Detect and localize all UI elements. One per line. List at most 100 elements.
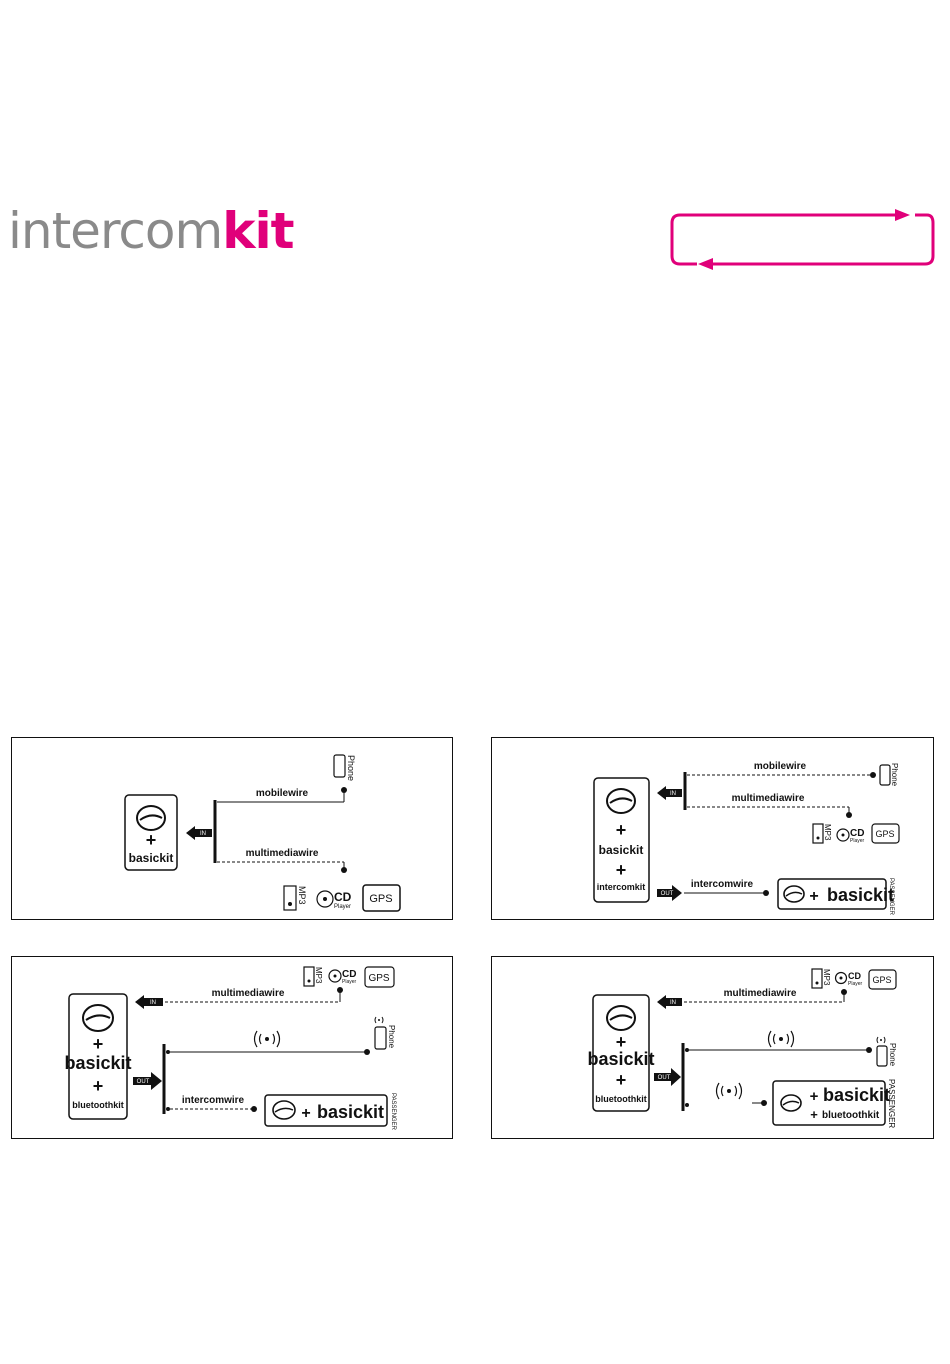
basickit-label: basickit bbox=[587, 1049, 654, 1069]
svg-text:+: + bbox=[616, 1070, 627, 1090]
loop-arrow-icon bbox=[670, 209, 935, 270]
in-arrow-icon: IN bbox=[186, 826, 212, 840]
out-arrow-icon: OUT bbox=[654, 1068, 681, 1086]
svg-text:MP3: MP3 bbox=[314, 967, 323, 984]
wireless-icon bbox=[767, 1030, 795, 1048]
cd-player-icon: CD Player bbox=[836, 828, 865, 844]
svg-text:IN: IN bbox=[200, 831, 206, 837]
svg-text:Phone: Phone bbox=[387, 1025, 396, 1049]
diagram-intercomkit: + basickit + intercomkit IN mobilewire m… bbox=[491, 737, 934, 920]
intercomwire-label: intercomwire bbox=[182, 1095, 245, 1106]
helmet-icon bbox=[606, 788, 636, 814]
passenger-helmet-box: + basickit bbox=[777, 878, 894, 910]
helmet-icon bbox=[82, 1004, 114, 1032]
wireless-icon bbox=[715, 1082, 743, 1100]
mp3-icon: MP3 bbox=[283, 885, 307, 911]
helmet-icon bbox=[606, 1005, 636, 1031]
gps-icon: GPS bbox=[362, 884, 401, 912]
svg-text:MP3: MP3 bbox=[823, 824, 832, 841]
gps-icon: GPS bbox=[868, 969, 897, 990]
svg-text:GPS: GPS bbox=[368, 973, 389, 984]
svg-text:CD: CD bbox=[850, 828, 864, 839]
wireless-icon bbox=[253, 1030, 281, 1048]
svg-text:+: + bbox=[616, 1032, 627, 1052]
svg-text:CD: CD bbox=[342, 969, 356, 980]
cd-player-icon: CD Player bbox=[316, 890, 352, 910]
basickit-label: basickit bbox=[823, 1085, 890, 1105]
mobilewire-label: mobilewire bbox=[754, 761, 807, 772]
bluetoothkit-label: bluetoothkit bbox=[72, 1100, 124, 1110]
svg-text:Player: Player bbox=[342, 979, 357, 985]
svg-text:MP3: MP3 bbox=[297, 886, 307, 905]
phone-icon: Phone bbox=[374, 1016, 396, 1050]
plus-sign: + bbox=[616, 820, 627, 840]
multimediawire-label: multimediawire bbox=[724, 988, 797, 999]
passenger-label: PASSENGER bbox=[887, 1079, 896, 1128]
helmet-icon bbox=[783, 885, 805, 903]
helmet-icon bbox=[272, 1100, 296, 1120]
svg-text:OUT: OUT bbox=[658, 1075, 671, 1081]
svg-text:+: + bbox=[301, 1105, 310, 1122]
helmet-box: + basickit + intercomkit bbox=[593, 777, 650, 903]
brand-logo-part1: intercom bbox=[8, 202, 223, 260]
plus-sign: + bbox=[146, 830, 157, 850]
svg-text:+: + bbox=[810, 1088, 819, 1105]
in-arrow-icon: IN bbox=[657, 786, 682, 800]
svg-text:CD: CD bbox=[334, 890, 352, 904]
passenger-helmet-box: + basickit + bluetoothkit bbox=[772, 1080, 890, 1126]
intercomwire-label: intercomwire bbox=[691, 879, 754, 890]
svg-text:MP3: MP3 bbox=[822, 969, 831, 986]
helmet-icon bbox=[780, 1094, 802, 1112]
svg-text:+: + bbox=[93, 1076, 104, 1096]
intercomkit-label: intercomkit bbox=[597, 882, 646, 892]
mp3-icon: MP3 bbox=[812, 823, 832, 844]
svg-text:OUT: OUT bbox=[137, 1079, 150, 1085]
svg-text:+: + bbox=[810, 1107, 818, 1122]
phone-icon: Phone bbox=[333, 754, 356, 781]
phone-icon: Phone bbox=[876, 1036, 897, 1067]
mp3-icon: MP3 bbox=[303, 966, 323, 987]
svg-text:IN: IN bbox=[670, 1000, 676, 1006]
basickit-label: basickit bbox=[129, 851, 174, 865]
basickit-label: basickit bbox=[599, 843, 644, 857]
basickit-label: basickit bbox=[317, 1102, 384, 1122]
svg-text:Player: Player bbox=[334, 904, 351, 910]
svg-text:GPS: GPS bbox=[872, 975, 891, 985]
plus-sign: + bbox=[616, 860, 627, 880]
gps-icon: GPS bbox=[364, 966, 395, 988]
out-arrow-icon: OUT bbox=[133, 1072, 162, 1090]
helmet-icon bbox=[136, 805, 166, 831]
svg-text:+: + bbox=[93, 1034, 104, 1054]
mobilewire-label: mobilewire bbox=[256, 788, 309, 799]
bluetoothkit-label: bluetoothkit bbox=[595, 1094, 647, 1104]
bluetoothkit-label: bluetoothkit bbox=[822, 1110, 880, 1121]
multimediawire-label: multimediawire bbox=[732, 793, 805, 804]
svg-text:Player: Player bbox=[848, 981, 863, 987]
passenger-helmet-box: + basickit bbox=[264, 1094, 388, 1127]
svg-text:Phone: Phone bbox=[888, 1043, 897, 1067]
svg-text:Phone: Phone bbox=[346, 755, 356, 781]
diagram-bluetoothkit-intercomwire: + basickit + bluetoothkit IN multimediaw… bbox=[11, 956, 453, 1139]
svg-text:GPS: GPS bbox=[875, 829, 894, 839]
out-arrow-icon: OUT bbox=[657, 885, 682, 901]
cd-player-icon: CD Player bbox=[834, 971, 863, 987]
helmet-box: + basickit + bluetoothkit bbox=[587, 994, 655, 1112]
svg-text:CD: CD bbox=[848, 971, 861, 981]
svg-text:GPS: GPS bbox=[369, 893, 392, 905]
svg-text:OUT: OUT bbox=[661, 891, 674, 897]
multimediawire-label: multimediawire bbox=[212, 988, 285, 999]
svg-text:+: + bbox=[809, 888, 818, 905]
cd-player-icon: CD Player bbox=[328, 969, 357, 985]
brand-logo-part2: kit bbox=[222, 202, 294, 260]
multimediawire-label: multimediawire bbox=[246, 848, 319, 859]
svg-text:Player: Player bbox=[850, 838, 865, 844]
brand-logo: intercomkit bbox=[8, 206, 295, 256]
diagram-basickit: + basickit IN mobilewire multimediawire … bbox=[11, 737, 453, 920]
phone-icon: Phone bbox=[879, 763, 899, 787]
mp3-icon: MP3 bbox=[811, 968, 831, 989]
basickit-label: basickit bbox=[64, 1053, 131, 1073]
passenger-label: PASSENGER bbox=[888, 878, 894, 916]
gps-icon: GPS bbox=[871, 823, 900, 844]
helmet-box: + basickit bbox=[124, 794, 178, 871]
svg-text:IN: IN bbox=[670, 791, 676, 797]
